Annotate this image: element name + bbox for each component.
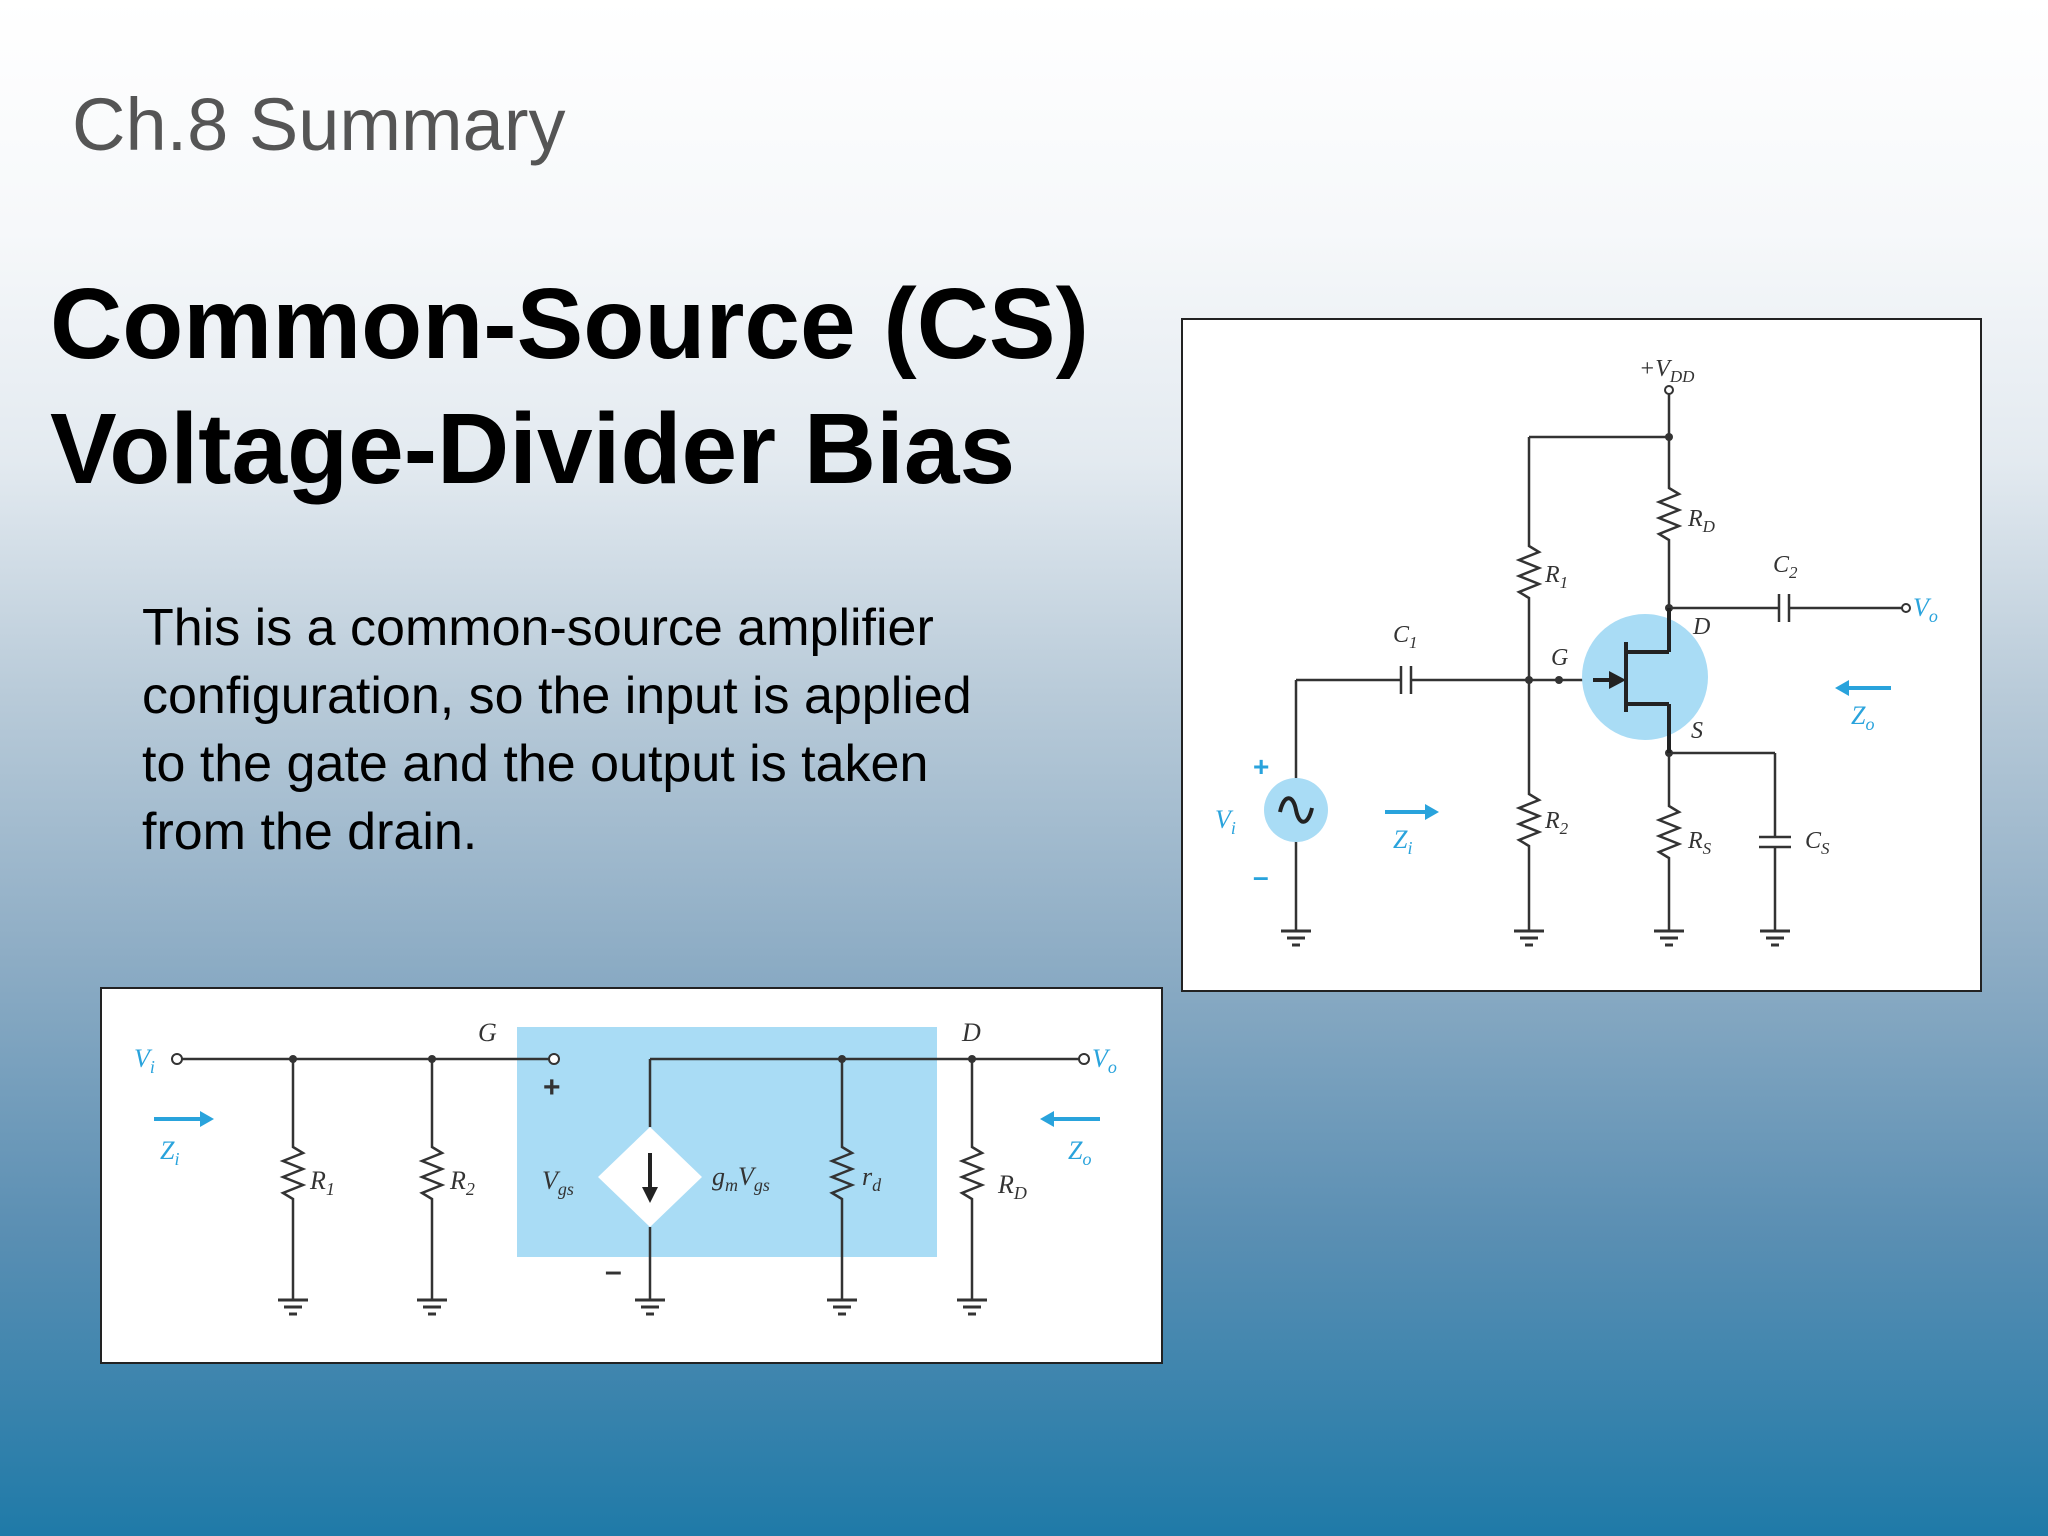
eq-vi-label: Vi [134,1044,155,1077]
chapter-title: Ch.8 Summary [72,83,566,166]
gate-terminal [548,1053,560,1065]
r2-label: R2 [1544,808,1569,838]
circuit-wires [1294,390,1906,930]
cs-amplifier-svg: +VDD RD R1 R2 RS C2 C1 CS G D S Vo Vi Zi… [1215,356,1938,947]
drain-label: D [1692,614,1710,640]
zi-label: Zi [1393,825,1412,858]
source-plus: + [1253,751,1269,782]
eq-zo-label: Zo [1068,1136,1091,1169]
impedance-arrows [1385,680,1891,820]
ac-source [1264,778,1328,842]
cs-label: CS [1805,828,1830,858]
vdd-label: +VDD [1639,356,1695,386]
vi-terminal [171,1053,183,1065]
ac-equivalent-svg: Vi Vo Zi Zo G D R1 R2 RD rd Vgs gmVgs + … [134,1018,1117,1316]
eq-zi-label: Zi [160,1136,179,1169]
slide-title: Common-Source (CS) Voltage-Divider Bias [50,262,1089,512]
equivalent-wires [177,1057,1080,1299]
eq-gm-label: gmVgs [712,1162,770,1195]
eq-gate-label: G [478,1018,497,1047]
eq-r1-label: R1 [309,1166,335,1199]
jfet-transistor [1582,608,1708,753]
eq-r2-label: R2 [449,1166,475,1199]
eq-small-rd-label: rd [862,1162,882,1195]
cs-amplifier-schematic: +VDD RD R1 R2 RS C2 C1 CS G D S Vo Vi Zi… [1181,318,1982,992]
eq-minus-sign: – [605,1255,622,1288]
c1-label: C1 [1393,622,1418,652]
source-label: S [1691,718,1703,744]
equivalent-junctions [289,1055,976,1063]
vo-label: Vo [1913,593,1938,626]
vi-label: Vi [1215,805,1236,838]
rd-label: RD [1687,506,1716,536]
vo-terminal [1901,603,1911,613]
ac-equivalent-circuit: Vi Vo Zi Zo G D R1 R2 RD rd Vgs gmVgs + … [100,987,1163,1364]
c2-label: C2 [1773,552,1798,582]
gate-label: G [1551,645,1568,671]
vo-terminal-eq [1078,1053,1090,1065]
eq-plus-sign: + [543,1071,561,1104]
source-minus: – [1253,861,1269,892]
slide-title-line-2: Voltage-Divider Bias [50,393,1016,505]
slide-title-line-1: Common-Source (CS) [50,268,1089,380]
rs-label: RS [1687,828,1712,858]
dependent-current-source [598,1127,702,1227]
equivalent-grounds [278,1298,987,1316]
eq-rd-label: RD [997,1170,1027,1203]
body-text: This is a common-source amplifier config… [142,599,972,861]
eq-drain-label: D [961,1018,981,1047]
jfet-model-region [517,1027,937,1257]
r1-label: R1 [1544,562,1568,592]
ground-symbols [1281,929,1790,947]
vdd-terminal [1664,385,1674,395]
zo-label: Zo [1851,701,1874,734]
equivalent-arrows [154,1111,1100,1127]
eq-vgs-label: Vgs [542,1166,574,1199]
eq-vo-label: Vo [1092,1044,1117,1077]
